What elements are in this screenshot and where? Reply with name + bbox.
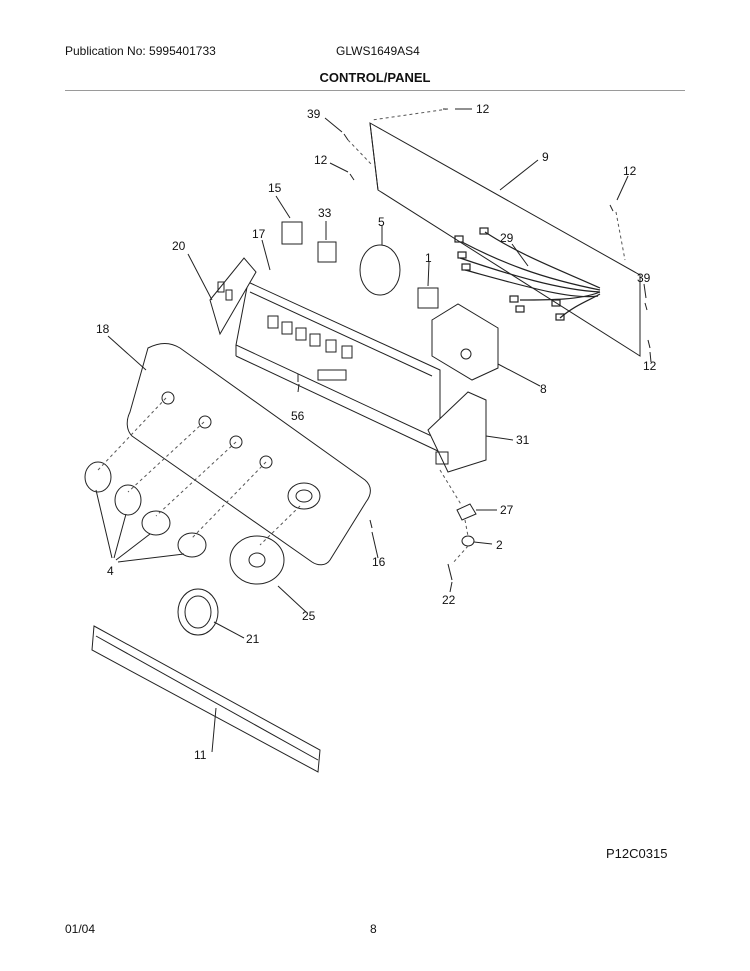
trim-strip-part [91,625,321,773]
leader-lines [107,108,652,753]
switch-33-part [317,241,337,263]
page-number: 8 [370,922,377,936]
callout-12: 12 [476,102,490,116]
right-end-cap-part [427,391,487,473]
callout-12: 12 [314,153,328,167]
guide-lines [97,108,626,565]
publication-number: Publication No: 5995401733 [65,44,216,58]
callout-11: 11 [194,748,207,762]
callout-4: 4 [107,564,114,578]
callout-39: 39 [637,271,651,285]
callout-39: 39 [307,107,321,121]
callout-21: 21 [246,632,260,646]
callout-15: 15 [268,181,282,195]
callout-9: 9 [542,150,549,164]
switch-15-part [281,221,303,245]
callout-17: 17 [252,227,266,241]
callout-33: 33 [318,206,332,220]
footer-date: 01/04 [65,922,96,936]
wire-harness-part [454,227,601,321]
model-number: GLWS1649AS4 [336,44,420,58]
callout-25: 25 [302,609,316,623]
callout-22: 22 [442,593,456,607]
callout-29: 29 [500,231,514,245]
dial-part [229,535,285,585]
callout-1: 1 [425,251,432,265]
callout-20: 20 [172,239,186,253]
front-control-panel-part [126,343,371,566]
bezel-ring-part [177,588,219,636]
callout-31: 31 [516,433,530,447]
callout-16: 16 [372,555,386,569]
spacer-2-part [461,535,475,547]
callout-5: 5 [378,215,385,229]
section-title: CONTROL/PANEL [319,70,431,85]
left-bracket-part [209,257,257,336]
header-divider [65,90,685,91]
clip-27-part [456,503,477,521]
callout-8: 8 [540,382,547,396]
callout-12: 12 [643,359,657,373]
part-callouts: 12 39 12 9 12 15 33 5 17 29 20 1 39 18 1… [96,102,657,762]
selector-switch-part [417,287,439,309]
callout-27: 27 [500,503,514,517]
diagram-code: P12C0315 [606,846,668,861]
knob-parts [84,461,207,563]
pressure-switch-part [359,244,401,296]
callout-2: 2 [496,538,503,552]
timer-component-part [431,303,499,381]
callout-12: 12 [623,164,637,178]
callout-56: 56 [291,409,305,423]
callout-18: 18 [96,322,110,336]
